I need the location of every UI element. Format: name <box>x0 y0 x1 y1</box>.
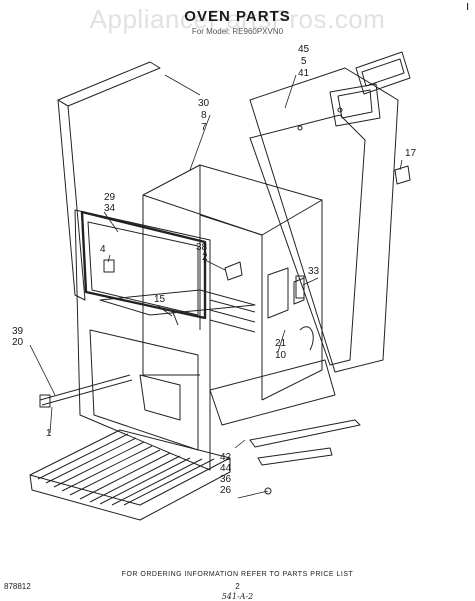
side-bracket <box>295 275 305 299</box>
watermark: AppliancePartsPros.com <box>89 4 386 34</box>
liner-side-openings <box>267 267 314 351</box>
callout-7: 7 <box>201 122 207 133</box>
callout-26: 26 <box>220 485 232 496</box>
bottom-element <box>249 419 361 466</box>
screw <box>264 487 272 495</box>
hinge-receptacle <box>103 259 115 273</box>
callout-44: 44 <box>220 463 232 474</box>
bake-element-tray <box>209 359 336 426</box>
callout-38: 38 <box>196 242 208 253</box>
callout-17: 17 <box>405 148 417 159</box>
page-number: 2 <box>235 582 240 591</box>
broil-element <box>99 289 256 316</box>
document-number: 878812 <box>4 582 31 591</box>
door-gasket <box>80 210 207 320</box>
vent-plate <box>329 83 381 127</box>
model-line: For Model: RE960PXVN0 <box>191 27 284 36</box>
callout-34: 34 <box>104 203 116 214</box>
callout-21: 21 <box>275 338 287 349</box>
vent-cover-plate <box>355 51 411 95</box>
rack-guides <box>209 299 256 333</box>
oven-side-panel <box>57 61 161 301</box>
callout-1: 1 <box>46 428 52 439</box>
page-title: OVEN PARTS <box>184 8 291 25</box>
oven-liner <box>142 164 323 401</box>
callout-2: 2 <box>202 252 208 263</box>
broil-rod <box>39 374 133 408</box>
ordering-note: FOR ORDERING INFORMATION REFER TO PARTS … <box>121 571 354 578</box>
mounting-bracket <box>394 165 411 185</box>
back-wall-insulation <box>249 67 399 373</box>
callout-39: 39 <box>12 326 24 337</box>
callout-42: 42 <box>220 452 232 463</box>
callout-30: 30 <box>198 98 210 109</box>
callout-20: 20 <box>12 337 24 348</box>
handwritten-reference: 541-A-2 <box>221 592 254 601</box>
rack-support <box>171 309 179 326</box>
callout-36: 36 <box>220 474 232 485</box>
callout-10: 10 <box>275 350 287 361</box>
callout-29: 29 <box>104 192 116 203</box>
callout-15: 15 <box>154 294 166 305</box>
callout-45: 45 <box>298 44 310 55</box>
callout-41: 41 <box>298 68 310 79</box>
callout-4: 4 <box>100 244 106 255</box>
callout-33: 33 <box>308 266 320 277</box>
oven-rack <box>29 429 231 521</box>
leader-lines <box>29 74 403 499</box>
element-bracket <box>224 261 243 281</box>
corner-mark: I <box>466 2 469 13</box>
callout-5: 5 <box>301 56 307 67</box>
callout-8: 8 <box>201 110 207 121</box>
